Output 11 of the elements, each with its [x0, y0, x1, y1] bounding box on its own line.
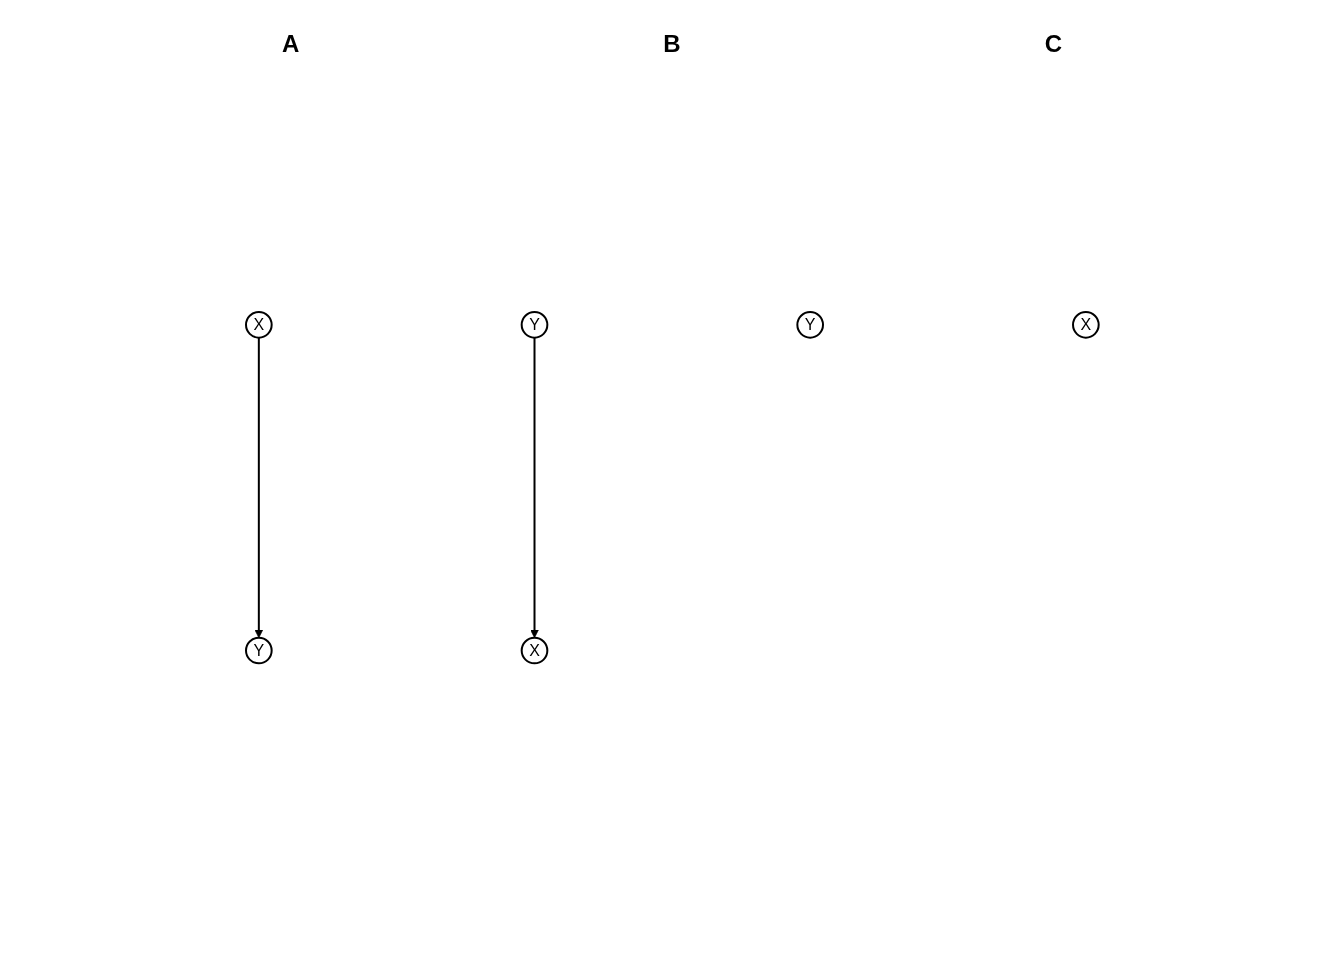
arrow [529, 337, 539, 639]
node-circle: X [1071, 311, 1100, 339]
panel-label: C [1044, 30, 1062, 58]
panel-label: B [663, 30, 681, 58]
panel-label: A [282, 30, 300, 58]
arrow [254, 337, 263, 639]
node-circle: Y [520, 311, 548, 339]
node-circle: Y [796, 311, 824, 339]
node-circle: X [244, 311, 273, 339]
node-circle: X [520, 637, 548, 665]
node-circle: Y [244, 637, 273, 665]
